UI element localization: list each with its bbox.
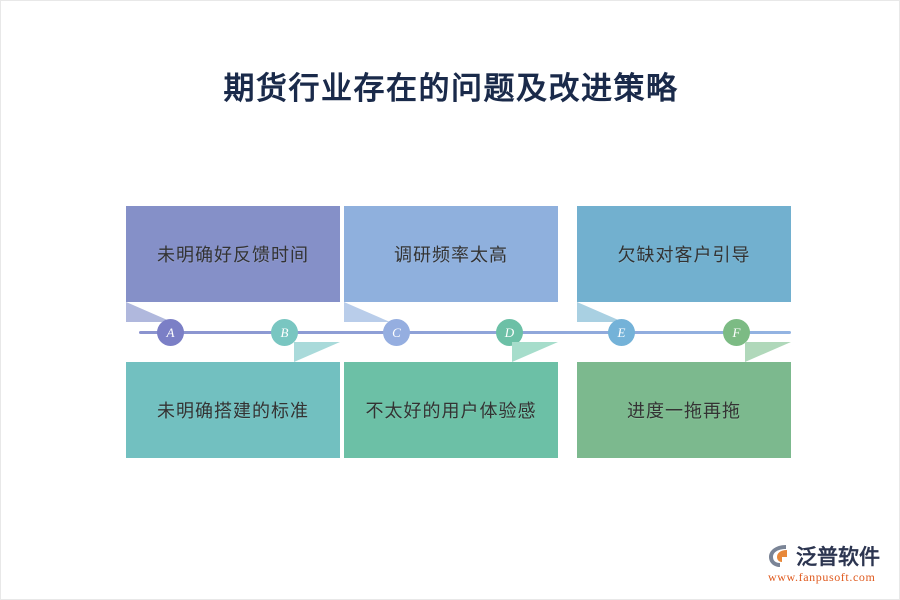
fanpu-logo-icon [767, 543, 793, 569]
bottom-box-1-label: 不太好的用户体验感 [365, 401, 537, 421]
top-box-0-label: 未明确好反馈时间 [157, 245, 309, 265]
bottom-box-1-tail [512, 342, 558, 362]
timeline-node-f-label: F [732, 324, 741, 340]
top-box-0-tail [126, 302, 172, 322]
top-box-1[interactable]: 调研频率太高 [344, 206, 558, 302]
timeline-node-c[interactable]: C [383, 319, 410, 346]
top-box-1-label: 调研频率太高 [394, 245, 508, 265]
timeline-node-d-label: D [504, 324, 515, 340]
timeline-node-b-label: B [280, 324, 289, 340]
brand-name: 泛普软件 [796, 544, 880, 569]
timeline-node-e[interactable]: E [608, 319, 635, 346]
top-box-1-tail [344, 302, 390, 322]
bottom-box-2-tail [745, 342, 791, 362]
bottom-box-2[interactable]: 进度一拖再拖 [577, 362, 791, 458]
top-box-2[interactable]: 欠缺对客户引导 [577, 206, 791, 302]
timeline-node-b[interactable]: B [271, 319, 298, 346]
bottom-box-0-tail [294, 342, 340, 362]
bottom-box-0-label: 未明确搭建的标准 [157, 401, 309, 421]
brand-logo[interactable]: 泛普软件 www.fanpusoft.com [767, 542, 893, 588]
brand-logo-row: 泛普软件 [767, 542, 893, 569]
brand-url: www.fanpusoft.com [768, 570, 876, 584]
timeline-node-a-label: A [166, 324, 175, 340]
bottom-box-0[interactable]: 未明确搭建的标准 [126, 362, 340, 458]
timeline-node-c-label: C [392, 324, 401, 340]
timeline-node-a[interactable]: A [157, 319, 184, 346]
page-title: 期货行业存在的问题及改进策略 [223, 71, 679, 106]
top-box-2-label: 欠缺对客户引导 [617, 245, 751, 265]
bottom-box-1[interactable]: 不太好的用户体验感 [344, 362, 558, 458]
top-box-0[interactable]: 未明确好反馈时间 [126, 206, 340, 302]
top-box-2-tail [577, 302, 623, 322]
timeline-node-e-label: E [617, 324, 626, 340]
timeline-node-d[interactable]: D [496, 319, 523, 346]
bottom-box-2-label: 进度一拖再拖 [627, 401, 741, 421]
timeline-axis [139, 331, 791, 334]
timeline-node-f[interactable]: F [723, 319, 750, 346]
